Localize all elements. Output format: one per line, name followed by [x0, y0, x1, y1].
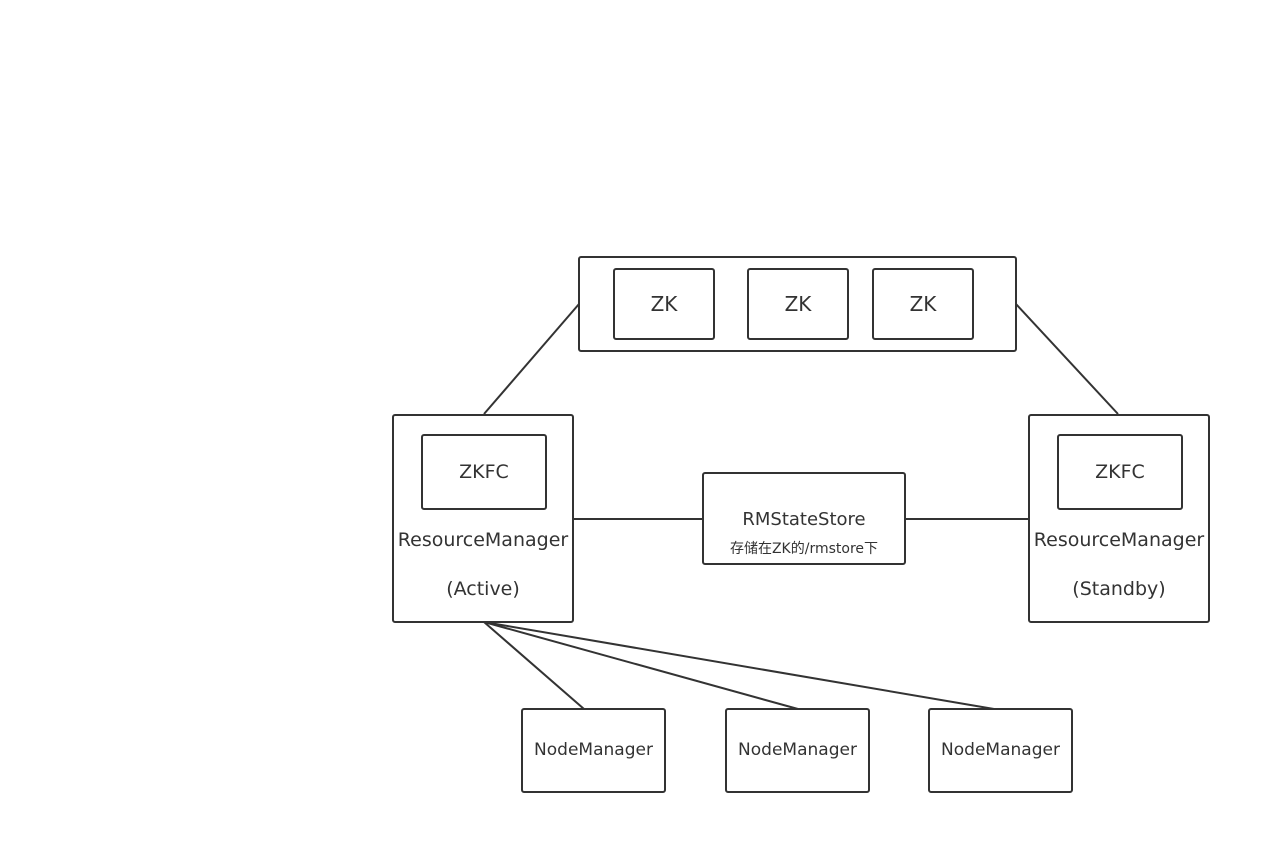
zk-node-label: ZK	[909, 292, 937, 316]
resourcemanager-name: ResourceManager	[1033, 529, 1205, 551]
nodemanager-label: NodeManager	[738, 740, 857, 760]
zk-node-label: ZK	[784, 292, 812, 316]
zkfc-standby: ZKFC	[1057, 434, 1183, 510]
state-store-title: RMStateStore	[742, 509, 866, 530]
nodemanager-3: NodeManager	[928, 708, 1073, 793]
zk-node-1: ZK	[613, 268, 715, 340]
edge-zk-to-rm-standby	[1015, 303, 1119, 415]
resourcemanager-name: ResourceManager	[397, 529, 569, 551]
rm-state-store: RMStateStore 存储在ZK的/rmstore下	[702, 472, 906, 565]
zkfc-active: ZKFC	[421, 434, 547, 510]
state-store-note: 存储在ZK的/rmstore下	[729, 541, 879, 557]
zk-node-2: ZK	[747, 268, 849, 340]
edge-rm-active-to-nodemanager-3	[483, 621, 995, 710]
zk-node-3: ZK	[872, 268, 974, 340]
edge-rm-active-to-nodemanager-2	[483, 621, 799, 710]
nodemanager-label: NodeManager	[534, 740, 653, 760]
nodemanager-2: NodeManager	[725, 708, 870, 793]
zkfc-label: ZKFC	[459, 461, 509, 483]
nodemanager-label: NodeManager	[941, 740, 1060, 760]
edge-rm-active-to-nodemanager-1	[483, 621, 585, 710]
edge-zk-to-rm-active	[483, 303, 580, 415]
resourcemanager-role: (Standby)	[1072, 578, 1166, 600]
resourcemanager-role: (Active)	[446, 578, 520, 600]
resourcemanager-standby: ZKFC ResourceManager (Standby)	[1028, 414, 1210, 623]
zk-node-label: ZK	[650, 292, 678, 316]
resourcemanager-active: ZKFC ResourceManager (Active)	[392, 414, 574, 623]
zkfc-label: ZKFC	[1095, 461, 1145, 483]
nodemanager-1: NodeManager	[521, 708, 666, 793]
